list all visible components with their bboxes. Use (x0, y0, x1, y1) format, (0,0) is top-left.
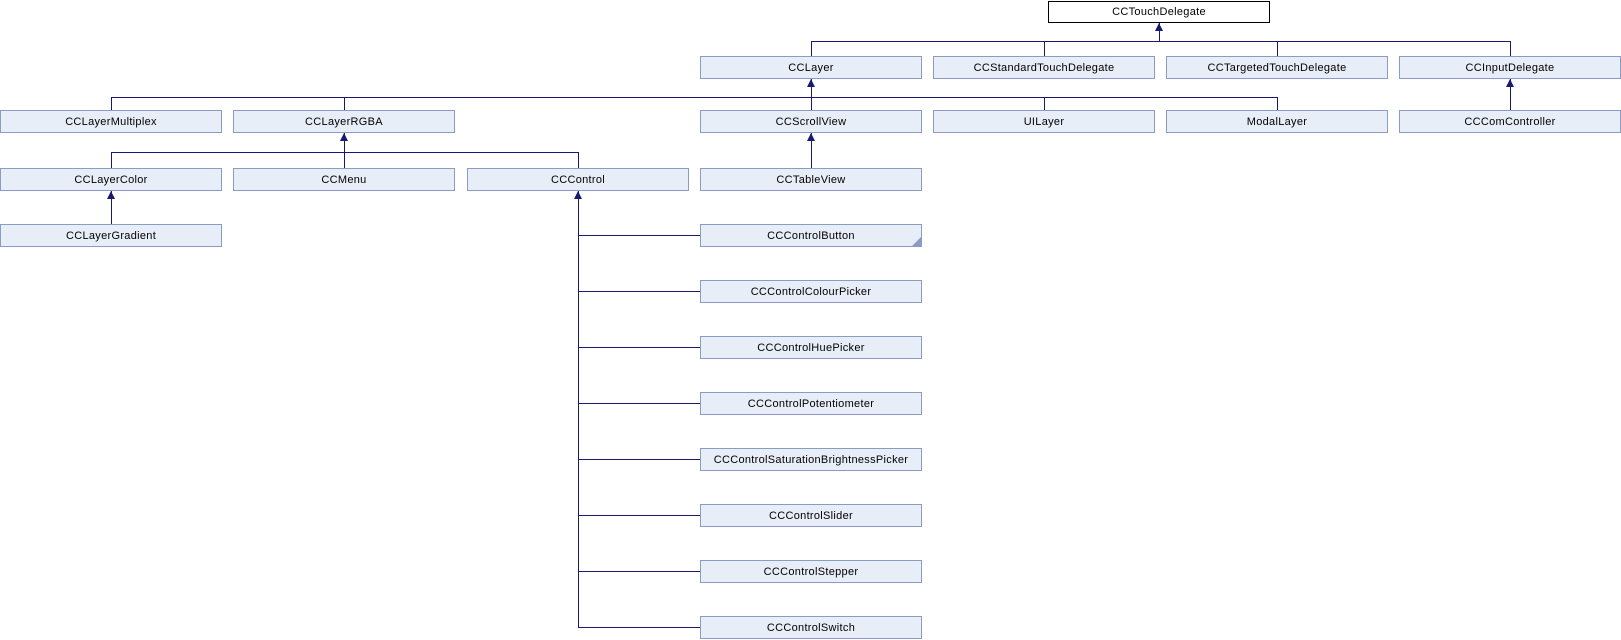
node-cclayer[interactable]: CCLayer (700, 56, 922, 79)
arrow-up-icon (574, 191, 582, 199)
edge-segment (344, 152, 345, 168)
truncated-corner-fold (912, 237, 921, 246)
edge-segment (344, 97, 345, 110)
edge-segment (811, 41, 1511, 42)
edge-segment (578, 191, 579, 628)
class-name-label: CCControlButton (767, 229, 855, 242)
arrow-up-icon (807, 79, 815, 87)
edge-segment (1510, 79, 1511, 110)
edge-segment (578, 571, 700, 572)
class-name-label: CCTouchDelegate (1112, 6, 1206, 18)
class-name-label: CCTargetedTouchDelegate (1207, 61, 1347, 74)
edge-segment (578, 515, 700, 516)
edge-segment (578, 627, 700, 628)
node-cclayermultiplex[interactable]: CCLayerMultiplex (0, 110, 222, 133)
class-name-label: CCScrollView (775, 115, 847, 128)
edge-segment (811, 79, 812, 97)
edge-segment (1159, 23, 1160, 41)
class-name-label: ModalLayer (1246, 115, 1308, 128)
class-name-label: CCLayerGradient (65, 229, 157, 242)
class-name-label: CCControlColourPicker (750, 285, 872, 298)
edge-segment (111, 152, 112, 168)
node-cccontrolpotentiometer[interactable]: CCControlPotentiometer (700, 392, 922, 415)
class-name-label: CCLayerMultiplex (65, 115, 157, 128)
node-cccontrolslider[interactable]: CCControlSlider (700, 504, 922, 527)
edge-segment (578, 291, 700, 292)
edge-segment (811, 97, 812, 110)
class-name-label: CCControlStepper (763, 565, 859, 578)
edge-segment (111, 152, 579, 153)
class-name-label: CCControlSaturationBrightnessPicker (713, 453, 909, 466)
edge-segment (578, 403, 700, 404)
arrow-up-icon (1506, 79, 1514, 87)
node-uilayer[interactable]: UILayer (933, 110, 1155, 133)
node-cctargetedtouchdelegate[interactable]: CCTargetedTouchDelegate (1166, 56, 1388, 79)
node-cccontrolbutton[interactable]: CCControlButton (700, 224, 922, 247)
arrow-up-icon (807, 133, 815, 141)
node-cccontrolhuepicker[interactable]: CCControlHuePicker (700, 336, 922, 359)
arrow-up-icon (340, 133, 348, 141)
class-name-label: CCControlHuePicker (757, 341, 865, 354)
edge-segment (1277, 41, 1278, 56)
class-name-label: CCControlSwitch (766, 621, 856, 634)
node-ccscrollview[interactable]: CCScrollView (700, 110, 922, 133)
edge-segment (578, 459, 700, 460)
class-name-label: CCLayerColor (74, 173, 148, 186)
edge-segment (344, 133, 345, 152)
class-name-label: CCTableView (776, 173, 846, 186)
arrow-up-icon (1155, 23, 1163, 31)
node-cclayercolor[interactable]: CCLayerColor (0, 168, 222, 191)
node-ccinputdelegate[interactable]: CCInputDelegate (1399, 56, 1621, 79)
class-name-label: CCControl (550, 173, 606, 186)
node-cclayergradient[interactable]: CCLayerGradient (0, 224, 222, 247)
edge-segment (1277, 97, 1278, 110)
class-name-label: UILayer (1023, 115, 1065, 128)
edge-segment (578, 235, 700, 236)
node-cccontrol[interactable]: CCControl (467, 168, 689, 191)
class-name-label: CCLayer (788, 61, 834, 74)
node-ccmenu[interactable]: CCMenu (233, 168, 455, 191)
node-ccstandardtouchdelegate[interactable]: CCStandardTouchDelegate (933, 56, 1155, 79)
edge-segment (1510, 41, 1511, 56)
class-name-label: CCInputDelegate (1465, 61, 1555, 74)
node-cctouchdelegate: CCTouchDelegate (1048, 1, 1270, 23)
edge-segment (1044, 97, 1045, 110)
arrow-up-icon (107, 191, 115, 199)
node-cclayerrgba[interactable]: CCLayerRGBA (233, 110, 455, 133)
edge-segment (111, 191, 112, 224)
class-name-label: CCLayerRGBA (305, 115, 383, 128)
class-name-label: CCComController (1464, 115, 1556, 128)
class-name-label: CCControlSlider (769, 509, 853, 522)
node-cccomcontroller[interactable]: CCComController (1399, 110, 1621, 133)
class-name-label: CCControlPotentiometer (747, 397, 875, 410)
edge-segment (578, 152, 579, 168)
node-cccontrolsaturationbrightnesspicker[interactable]: CCControlSaturationBrightnessPicker (700, 448, 922, 471)
node-cccontrolswitch[interactable]: CCControlSwitch (700, 616, 922, 639)
class-name-label: CCStandardTouchDelegate (973, 61, 1115, 74)
edge-segment (811, 41, 812, 56)
edge-segment (578, 347, 700, 348)
class-name-label: CCMenu (321, 173, 367, 186)
edge-segment (111, 97, 112, 110)
node-cctableview[interactable]: CCTableView (700, 168, 922, 191)
edge-segment (1044, 41, 1045, 56)
node-cccontrolcolourpicker[interactable]: CCControlColourPicker (700, 280, 922, 303)
node-modallayer[interactable]: ModalLayer (1166, 110, 1388, 133)
edge-segment (111, 97, 1278, 98)
edge-segment (811, 133, 812, 168)
node-cccontrolstepper[interactable]: CCControlStepper (700, 560, 922, 583)
